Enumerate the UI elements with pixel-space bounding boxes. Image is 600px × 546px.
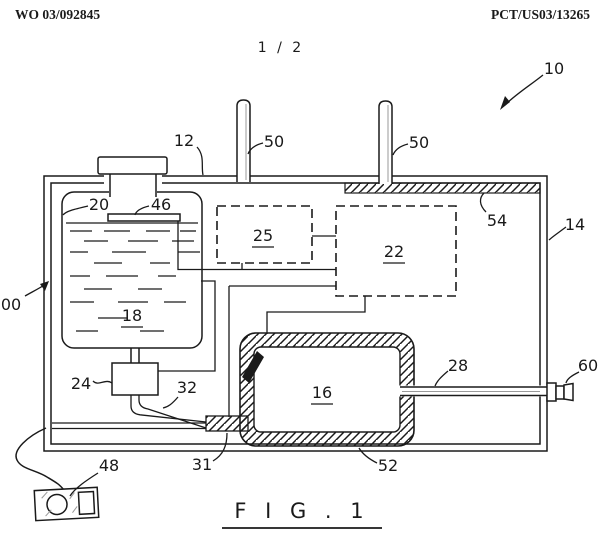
ref-label-60: 60: [578, 356, 598, 375]
filler-cap: [97, 156, 168, 175]
float-plate: [107, 213, 181, 222]
ref-label-16: 16: [312, 383, 332, 402]
shield-strip: [344, 182, 541, 194]
canister: [239, 332, 415, 447]
tube-32: [130, 395, 207, 423]
liquid-level: [66, 222, 198, 332]
module-25-box: [216, 205, 313, 264]
arrowhead-10: [500, 96, 510, 110]
outlet-pipe: [399, 382, 574, 402]
figure-caption: F I G . 1: [234, 499, 369, 523]
ref-label-25: 25: [253, 226, 273, 245]
ref-label-48: 48: [99, 456, 119, 475]
arrowhead-100: [40, 281, 49, 291]
ref-label-32: 32: [177, 378, 197, 397]
fluid-tank: [61, 156, 336, 349]
pump-box: [111, 362, 159, 396]
ref-label-31: 31: [192, 455, 212, 474]
float-sensor-wire: [177, 221, 336, 271]
device-button: [77, 490, 96, 516]
device-dial: [46, 493, 68, 516]
probe-right: [378, 100, 393, 184]
outlet-fitting: [546, 382, 557, 402]
wall-dark-band: [242, 351, 264, 383]
ref-label-50-right: 50: [409, 133, 429, 152]
ref-label-12: 12: [174, 131, 194, 150]
ref-label-54: 54: [487, 211, 507, 230]
ref-label-20: 20: [89, 195, 109, 214]
probe-left: [236, 99, 251, 182]
ref-label-46: 46: [151, 195, 171, 214]
ref-label-22: 22: [384, 242, 404, 261]
ref-label-14: 14: [565, 215, 585, 234]
ref-label-52: 52: [378, 456, 398, 475]
application-number: PCT/US03/13265: [491, 7, 590, 22]
ref-label-18: 18: [122, 306, 142, 325]
pump-and-tubing: [52, 348, 207, 430]
ref-label-24: 24: [71, 374, 91, 393]
sheet-indicator: 1 / 2: [258, 40, 304, 56]
ref-label-50-left: 50: [264, 132, 284, 151]
publication-number: WO 03/092845: [15, 7, 100, 22]
ref-label-10: 10: [544, 59, 564, 78]
remote-device: [33, 486, 100, 522]
bottom-connector: [205, 415, 249, 432]
module-22-box: [335, 205, 457, 297]
power-cable: [15, 427, 65, 491]
ref-label-100-partial: 00: [1, 295, 21, 314]
module-wiring: [158, 235, 366, 417]
ref-label-28: 28: [448, 356, 468, 375]
